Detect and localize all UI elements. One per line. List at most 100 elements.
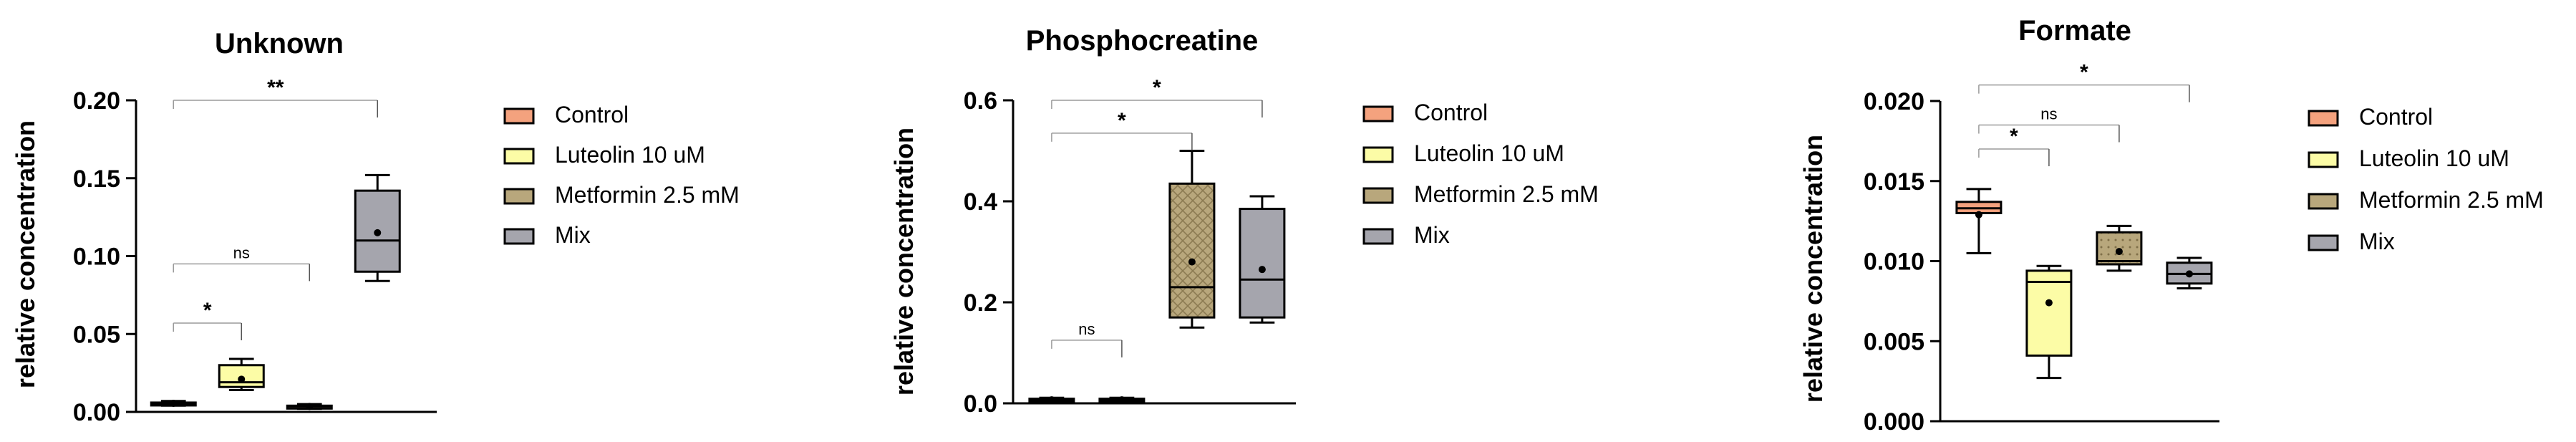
legend-label: Control: [2359, 104, 2433, 130]
chart-panel-formate: Formate relative concentration 0.0000.00…: [1798, 15, 2544, 436]
box-luteolin-10-um: [218, 357, 265, 392]
chart-title: Phosphocreatine: [1026, 25, 1259, 57]
box-mean-marker: [1118, 396, 1125, 404]
box-mean-marker: [2045, 299, 2053, 307]
significance-label: *: [2080, 61, 2088, 85]
legend-swatch: [503, 107, 535, 125]
significance-label: *: [2010, 125, 2018, 148]
legend-label: Control: [1414, 100, 1488, 125]
box-mean-marker: [1047, 396, 1055, 404]
legend-swatch: [2308, 193, 2339, 210]
significance-bracket: *: [1051, 109, 1193, 150]
legend-item: Control: [1362, 100, 1488, 125]
legend-swatch: [1362, 146, 1394, 163]
legend-item: Luteolin 10 uM: [2308, 145, 2509, 171]
box-body: [2025, 269, 2073, 357]
y-tick-label: 0.005: [1864, 328, 1924, 355]
box-mean-marker: [306, 403, 314, 410]
significance-label: **: [267, 76, 284, 100]
y-tick-label: 0.0: [964, 390, 997, 418]
y-axis-label: relative concentration: [1798, 135, 1828, 403]
y-tick-label: 0.010: [1864, 249, 1924, 276]
legend-label: Mix: [2359, 229, 2395, 254]
y-tick-label: 0.020: [1864, 88, 1924, 115]
legend-swatch: [503, 188, 535, 205]
legend-label: Luteolin 10 uM: [555, 142, 705, 168]
legend-label: Mix: [555, 222, 591, 248]
legend-item: Metformin 2.5 mM: [503, 182, 740, 208]
chart-panel-unknown: Unknown relative concentration 0.000.050…: [11, 28, 740, 426]
legend-swatch: [1362, 228, 1394, 245]
y-tick-label: 0.00: [73, 399, 120, 426]
legend-item: Metformin 2.5 mM: [2308, 187, 2544, 213]
legend-item: Luteolin 10 uM: [1362, 140, 1564, 166]
box-mean-marker: [374, 229, 382, 236]
significance-bracket: ns: [173, 244, 310, 282]
legend-label: Metformin 2.5 mM: [1414, 181, 1599, 207]
significance-bracket: **: [173, 76, 378, 117]
significance-bracket: ns: [1051, 320, 1123, 357]
y-tick-label: 0.2: [964, 289, 997, 317]
significance-label: ns: [233, 244, 250, 261]
legend-item: Mix: [503, 222, 591, 248]
box-body: [1239, 208, 1286, 319]
legend-item: Metformin 2.5 mM: [1362, 181, 1599, 207]
legend-label: Luteolin 10 uM: [1414, 140, 1564, 166]
y-tick-label: 0.015: [1864, 168, 1924, 196]
box-metformin-2-5-mm: [286, 403, 333, 410]
legend-label: Metformin 2.5 mM: [555, 182, 740, 208]
box-control: [1028, 396, 1075, 404]
legend-label: Mix: [1414, 222, 1450, 248]
box-mix: [1239, 195, 1286, 324]
y-axis-label: relative concentration: [11, 120, 40, 388]
significance-bracket: *: [173, 299, 242, 341]
box-mix: [354, 173, 401, 282]
legend-swatch: [1362, 187, 1394, 204]
legend-item: Mix: [2308, 229, 2395, 254]
box-mean-marker: [170, 400, 178, 408]
box-luteolin-10-um: [1098, 396, 1146, 404]
legend-swatch: [2308, 234, 2339, 251]
plot-area: 0.00 0.05 0.10 0.15 0.20 * ns **: [73, 76, 437, 426]
significance-label: *: [1153, 76, 1161, 100]
legend-label: Luteolin 10 uM: [2359, 145, 2509, 171]
y-tick-label: 0.20: [73, 87, 120, 115]
box-mean-marker: [1975, 211, 1982, 218]
legend-label: Metformin 2.5 mM: [2359, 187, 2544, 213]
legend-label: Control: [555, 102, 629, 128]
legend-item: Control: [503, 102, 629, 128]
box-body: [1168, 182, 1216, 319]
y-tick-label: 0.6: [964, 87, 997, 115]
legend-swatch: [503, 228, 535, 245]
box-mean-marker: [1188, 258, 1196, 266]
box-metformin-2-5-mm: [1168, 150, 1216, 329]
box-luteolin-10-um: [2025, 264, 2073, 380]
significance-label: *: [203, 299, 212, 322]
plot-area: 0.0 0.2 0.4 0.6 ns * *: [964, 76, 1296, 418]
legend-item: Control: [2308, 104, 2433, 130]
chart-panel-phosphocreatine: Phosphocreatine relative concentration 0…: [889, 25, 1599, 418]
significance-label: ns: [2040, 105, 2057, 123]
chart-title: Formate: [2018, 15, 2131, 47]
box-mean-marker: [238, 375, 246, 383]
y-tick-label: 0.4: [964, 188, 997, 216]
legend-item: Luteolin 10 uM: [503, 142, 705, 168]
box-mean-marker: [2185, 270, 2193, 278]
legend-swatch: [2308, 151, 2339, 168]
legend-swatch: [1362, 105, 1394, 122]
y-axis-label: relative concentration: [889, 128, 919, 395]
y-tick-label: 0.15: [73, 165, 120, 193]
y-tick-label: 0.10: [73, 244, 120, 271]
y-tick-label: 0.05: [73, 321, 120, 348]
box-control: [1955, 188, 2003, 254]
chart-title: Unknown: [215, 28, 344, 59]
box-mean-marker: [2115, 248, 2123, 256]
legend-swatch: [2308, 110, 2339, 127]
box-control: [150, 400, 197, 408]
box-metformin-2-5-mm: [2096, 224, 2143, 272]
box-mean-marker: [1258, 266, 1266, 274]
